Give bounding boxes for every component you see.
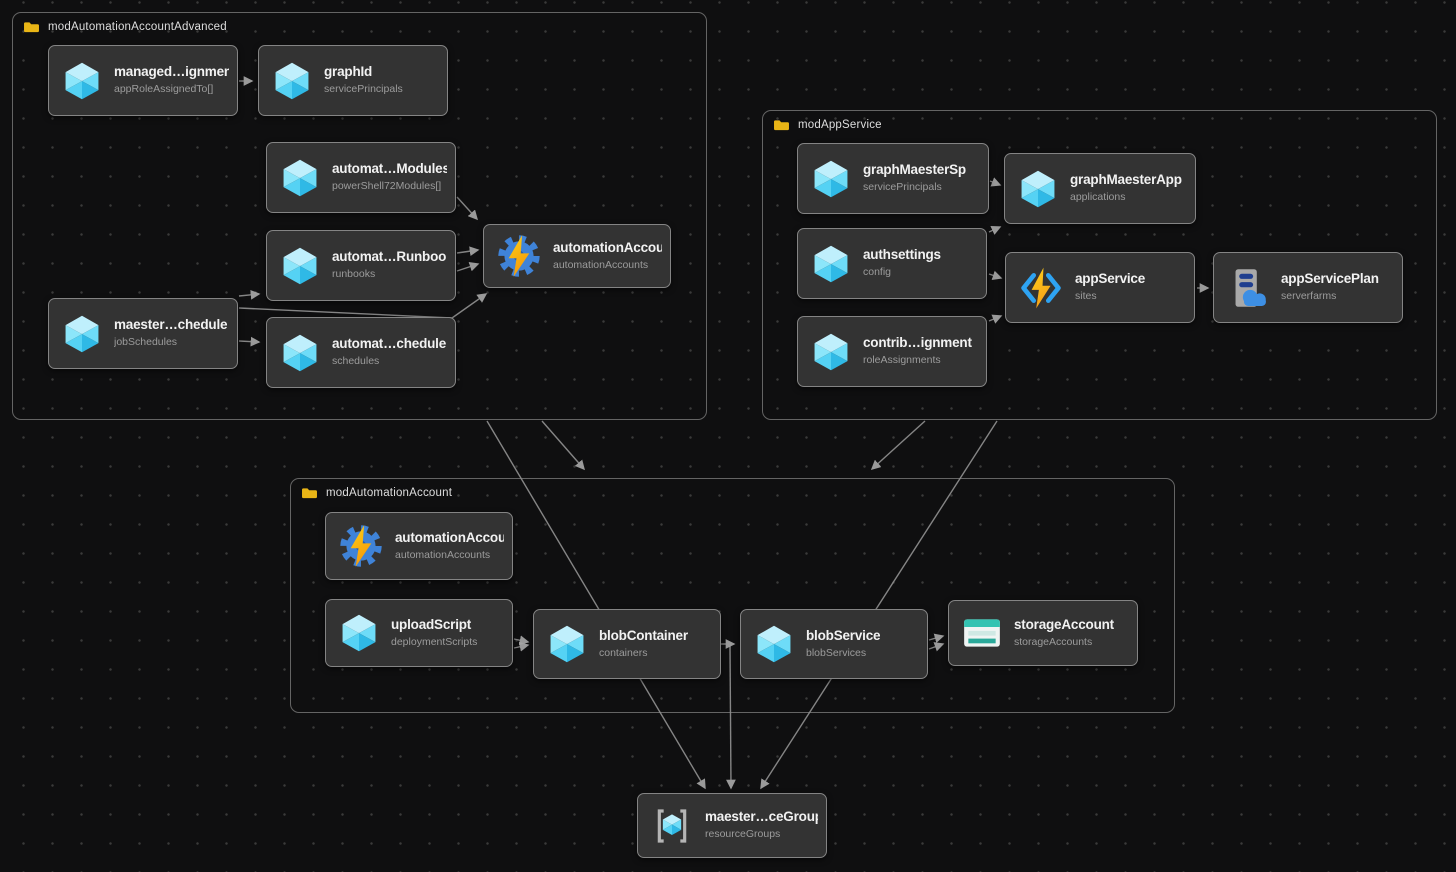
- node-resource-type: powerShell72Modules[]: [332, 180, 442, 193]
- node-title: automat…Runbook: [332, 249, 447, 265]
- arm-cube-icon: [810, 331, 852, 373]
- group-label: modAppService: [773, 118, 882, 132]
- arm-cube-icon: [279, 245, 321, 287]
- resource-node-sites[interactable]: appService sites: [1005, 252, 1195, 323]
- node-title: appService: [1075, 271, 1146, 287]
- node-title: automat…Modules: [332, 161, 447, 177]
- node-resource-type: automationAccounts: [553, 258, 649, 271]
- node-title: graphMaesterSp: [863, 162, 966, 178]
- node-resource-type: runbooks: [332, 268, 376, 281]
- group-title: modAppService: [798, 119, 882, 131]
- arm-cube-icon: [61, 60, 103, 102]
- node-title: maester…ceGroup: [705, 809, 818, 825]
- node-resource-type: blobServices: [806, 646, 867, 659]
- arm-cube-icon: [810, 243, 852, 285]
- node-resource-type: storageAccounts: [1014, 635, 1093, 648]
- node-title: authsettings: [863, 247, 941, 263]
- node-resource-type: schedules: [332, 355, 380, 368]
- node-resource-type: sites: [1075, 290, 1097, 303]
- node-resource-type: roleAssignments: [863, 354, 941, 367]
- node-title: automationAccount: [553, 239, 662, 255]
- node-title: storageAccount: [1014, 616, 1114, 632]
- module-group-modAutomationAccountAdvanced[interactable]: modAutomationAccountAdvanced: [12, 12, 707, 420]
- node-resource-type: automationAccounts: [395, 548, 491, 561]
- resource-node-powerShell72Modules[][interactable]: automat…Modules powerShell72Modules[]: [266, 142, 456, 213]
- group-title: modAutomationAccountAdvanced: [48, 21, 227, 33]
- resource-node-servicePrincipals[interactable]: graphMaesterSp servicePrincipals: [797, 143, 989, 214]
- appserviceplan-icon: [1226, 266, 1270, 310]
- arm-cube-icon: [546, 623, 588, 665]
- resource-node-runbooks[interactable]: automat…Runbook runbooks: [266, 230, 456, 301]
- resource-node-blobServices[interactable]: blobService blobServices: [740, 609, 928, 679]
- resource-node-schedules[interactable]: automat…chedule schedules: [266, 317, 456, 388]
- node-resource-type: resourceGroups: [705, 828, 781, 841]
- resource-node-roleAssignments[interactable]: contrib…ignment roleAssignments: [797, 316, 987, 387]
- node-resource-type: containers: [599, 646, 648, 659]
- node-title: contrib…ignment: [863, 335, 972, 351]
- folder-icon: [23, 20, 40, 34]
- group-label: modAutomationAccount: [301, 486, 452, 500]
- dependency-edge: [541, 420, 585, 471]
- arm-cube-icon: [271, 60, 313, 102]
- resource-node-deploymentScripts[interactable]: uploadScript deploymentScripts: [325, 599, 513, 667]
- storage-icon: [961, 612, 1003, 654]
- arm-cube-icon: [1017, 168, 1059, 210]
- node-title: graphId: [324, 64, 373, 80]
- node-resource-type: deploymentScripts: [391, 635, 478, 648]
- resource-node-jobSchedules[interactable]: maester…chedule jobSchedules: [48, 298, 238, 369]
- node-title: blobContainer: [599, 627, 688, 643]
- node-title: managed…ignment: [114, 64, 229, 80]
- node-resource-type: applications: [1070, 191, 1126, 204]
- group-label: modAutomationAccountAdvanced: [23, 20, 227, 34]
- resource-node-resourceGroups[interactable]: maester…ceGroup resourceGroups: [637, 793, 827, 858]
- arm-cube-icon: [279, 332, 321, 374]
- folder-icon: [301, 486, 318, 500]
- arm-cube-icon: [810, 158, 852, 200]
- automation-icon: [496, 233, 542, 279]
- resource-node-storageAccounts[interactable]: storageAccount storageAccounts: [948, 600, 1138, 666]
- node-title: maester…chedule: [114, 317, 228, 333]
- node-title: automat…chedule: [332, 336, 447, 352]
- node-title: graphMaesterApp: [1070, 172, 1182, 188]
- resource-node-applications[interactable]: graphMaesterApp applications: [1004, 153, 1196, 224]
- resource-node-appRoleAssignedTo[][interactable]: managed…ignment appRoleAssignedTo[]: [48, 45, 238, 116]
- arm-cube-icon: [61, 313, 103, 355]
- automation-icon: [338, 523, 384, 569]
- arm-cube-icon: [279, 157, 321, 199]
- node-resource-type: servicePrincipals: [324, 83, 403, 96]
- resource-node-containers[interactable]: blobContainer containers: [533, 609, 721, 679]
- node-title: automationAccount: [395, 529, 504, 545]
- node-title: appServicePlan: [1281, 271, 1379, 287]
- dependency-edge: [870, 420, 926, 470]
- resource-group-icon: [650, 806, 694, 846]
- node-title: uploadScript: [391, 616, 472, 632]
- arm-cube-icon: [338, 612, 380, 654]
- node-resource-type: serverfarms: [1281, 290, 1337, 303]
- node-resource-type: appRoleAssignedTo[]: [114, 83, 214, 96]
- node-resource-type: jobSchedules: [114, 336, 178, 349]
- module-group-modAppService[interactable]: modAppService: [762, 110, 1437, 420]
- appservice-icon: [1018, 265, 1064, 311]
- folder-icon: [773, 118, 790, 132]
- group-title: modAutomationAccount: [326, 487, 453, 499]
- node-resource-type: config: [863, 266, 892, 279]
- arm-cube-icon: [753, 623, 795, 665]
- resource-node-automationAccounts[interactable]: automationAccount automationAccounts: [325, 512, 513, 580]
- node-resource-type: servicePrincipals: [863, 181, 942, 194]
- resource-node-config[interactable]: authsettings config: [797, 228, 987, 299]
- resource-node-serverfarms[interactable]: appServicePlan serverfarms: [1213, 252, 1403, 323]
- resource-node-automationAccounts[interactable]: automationAccount automationAccounts: [483, 224, 671, 288]
- node-title: blobService: [806, 627, 881, 643]
- resource-node-servicePrincipals[interactable]: graphId servicePrincipals: [258, 45, 448, 116]
- module-group-modAutomationAccount[interactable]: modAutomationAccount: [290, 478, 1175, 713]
